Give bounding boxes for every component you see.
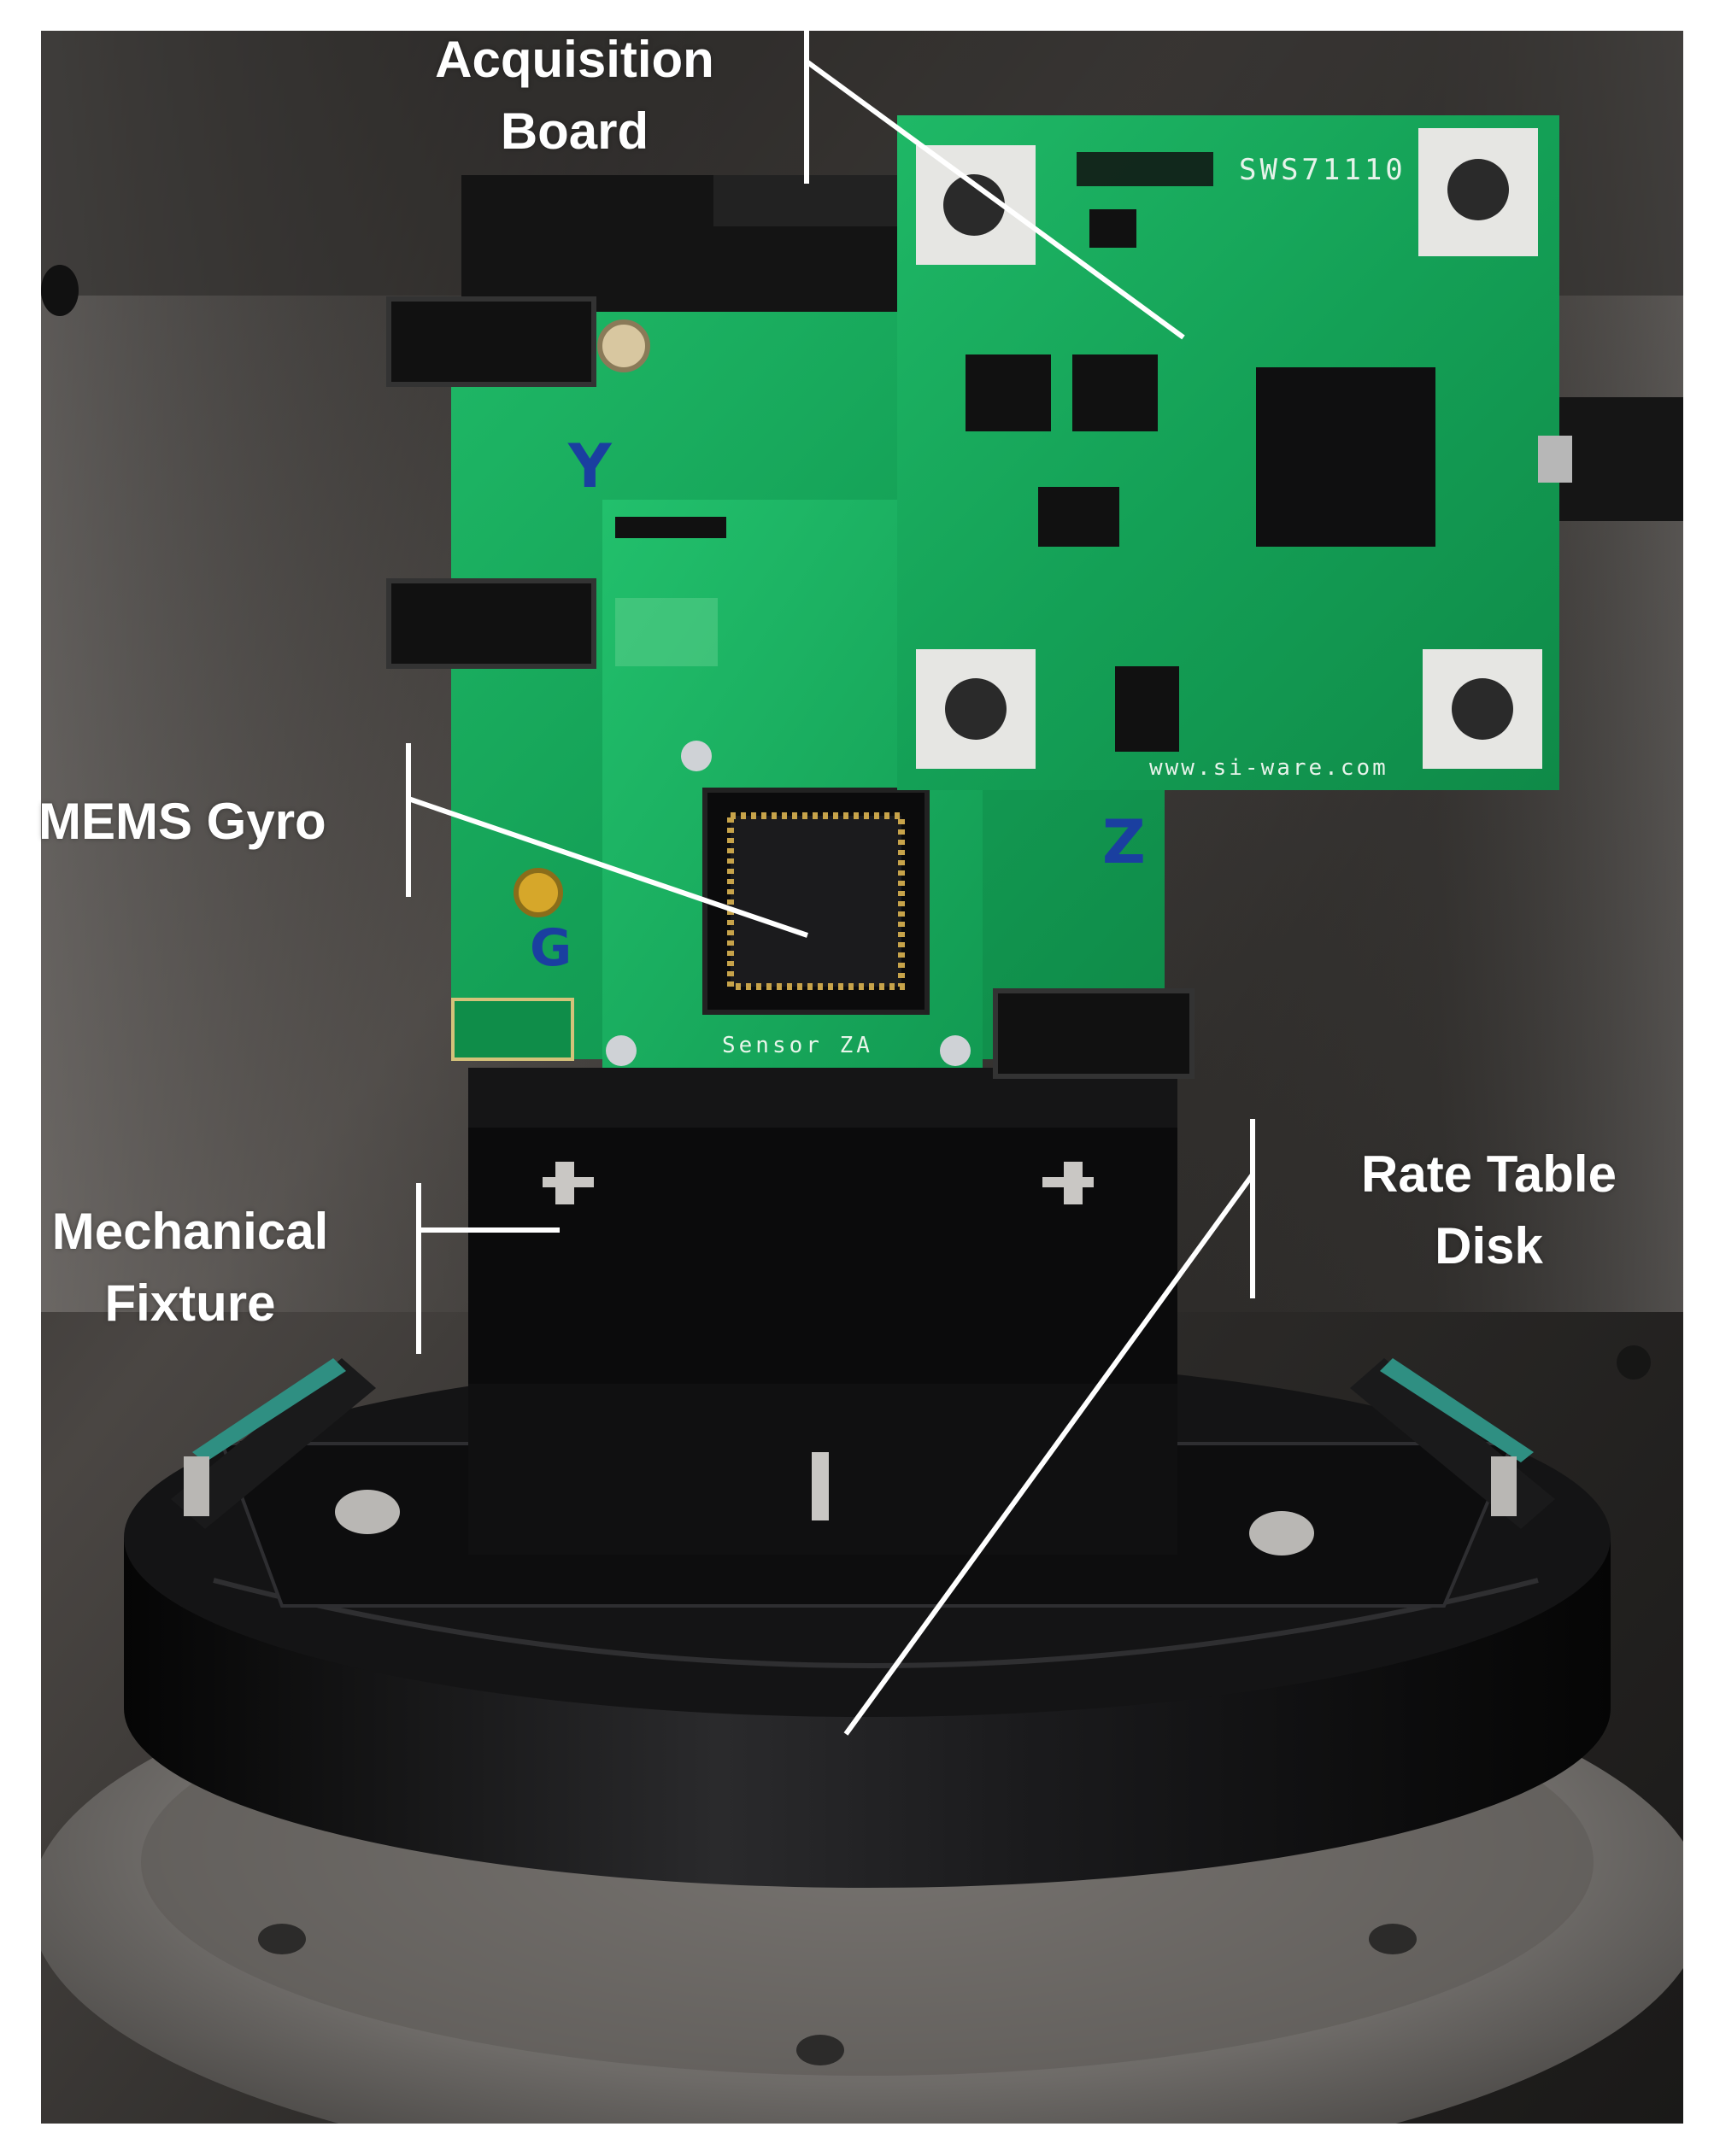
frame-top — [0, 0, 1714, 31]
sensor-board-label: Sensor ZA — [722, 1033, 873, 1058]
brass-standoff-top — [597, 319, 650, 372]
label-disk-line1: Rate Table — [1361, 1145, 1617, 1203]
sensor-board-screw-right — [940, 1035, 971, 1066]
frame-right — [1683, 0, 1714, 2152]
acquisition-board-model: SWS71110 — [1239, 153, 1406, 187]
acquisition-chip-3 — [1038, 487, 1119, 547]
left-clamp-screw — [335, 1490, 400, 1534]
label-acquisition-line2: Board — [500, 103, 649, 160]
silkscreen-g: G — [530, 918, 572, 978]
label-acquisition-line1: Acquisition — [435, 31, 714, 88]
disk-highlight — [213, 1578, 1539, 1668]
right-clamp — [1249, 1358, 1555, 1555]
z-axis-connector — [993, 988, 1195, 1079]
silkscreen-y: Y — [567, 431, 613, 501]
mems-gyro-die — [727, 812, 905, 990]
disk-callout-pointer — [843, 1173, 1255, 1736]
usb-cable — [1559, 397, 1688, 521]
acquisition-pin-header — [1077, 152, 1213, 186]
acquisition-board-mounting-holes — [943, 159, 1513, 740]
label-fixture-line2: Fixture — [104, 1274, 276, 1332]
g-axis-connector — [386, 578, 596, 669]
usb-plug — [1538, 436, 1572, 483]
sensor-board-screw-top — [681, 741, 712, 771]
acquisition-chip-1 — [966, 354, 1051, 431]
label-mems-line1: MEMS Gyro — [38, 793, 326, 850]
chamber-wall-hole-right — [1617, 1345, 1651, 1380]
silkscreen-z: Z — [1102, 807, 1146, 877]
label-disk-line2: Disk — [1435, 1217, 1543, 1274]
frame-left — [0, 0, 41, 2152]
acquisition-mcu — [1256, 367, 1435, 547]
sensor-board-screw-left — [606, 1035, 637, 1066]
label-fixture-line1: Mechanical — [51, 1203, 329, 1260]
left-clamp — [171, 1358, 400, 1534]
label-mechanical-fixture: Mechanical Fixture — [38, 1196, 342, 1339]
sensor-board-silk-block — [615, 598, 718, 666]
label-mems-gyro: MEMS Gyro — [38, 786, 346, 858]
label-rate-table-disk: Rate Table Disk — [1337, 1139, 1641, 1282]
acquisition-chip-5 — [1089, 209, 1136, 248]
acquisition-chip-2 — [1072, 354, 1158, 431]
frame-bottom — [0, 2124, 1714, 2152]
pin-header-bottom-left — [451, 998, 574, 1061]
chamber-wall-hole — [41, 265, 79, 316]
label-acquisition-board: Acquisition Board — [410, 24, 739, 167]
brass-standoff-left — [514, 868, 563, 917]
right-clamp-screw — [1249, 1511, 1314, 1555]
callout-lines — [406, 17, 1255, 1736]
y-axis-connector — [386, 296, 596, 387]
acquisition-board-url: www.si-ware.com — [1149, 755, 1388, 781]
fixture-pins — [543, 1162, 1094, 1520]
acquisition-callout-pointer — [805, 59, 1185, 340]
sensor-board-header — [615, 517, 726, 538]
acquisition-chip-4 — [1115, 666, 1179, 752]
mems-callout-pointer — [408, 796, 808, 938]
